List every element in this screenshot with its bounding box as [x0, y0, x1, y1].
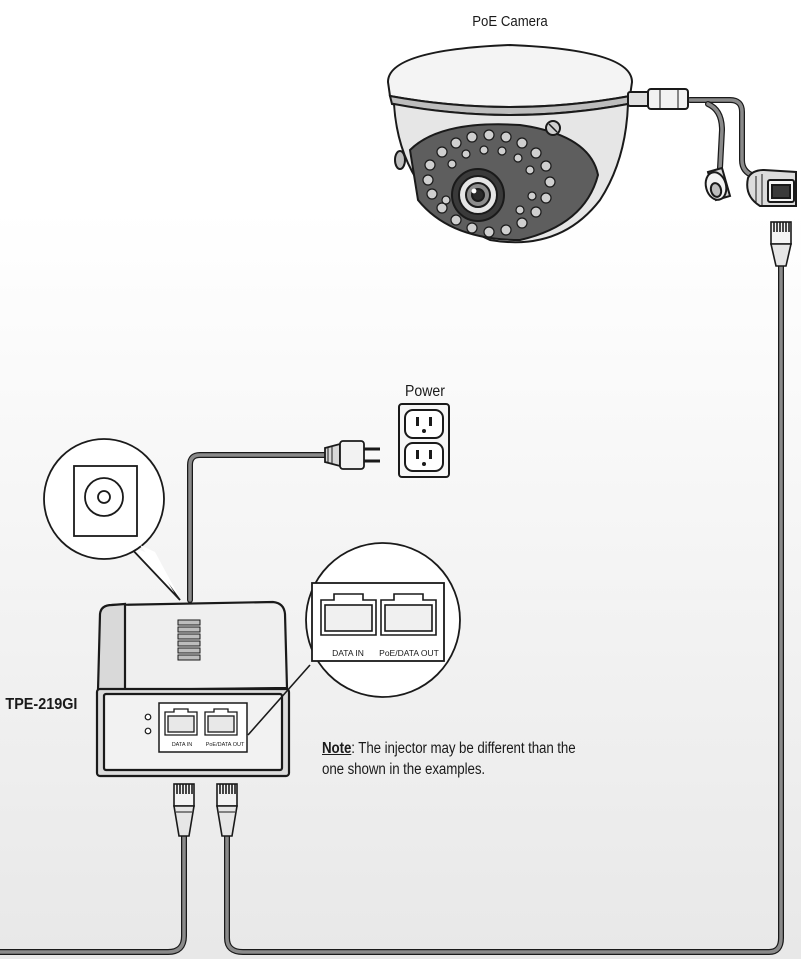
dc-jack-callout: [43, 438, 181, 601]
rj45-plug-data-in: [173, 783, 195, 837]
rj45-plug-camera-end: [769, 221, 793, 267]
zoom-data-in-port: [320, 593, 377, 636]
camera-cable-boot: [627, 91, 651, 107]
injector-led-1: [144, 713, 152, 721]
cables: [0, 97, 784, 955]
injector-led-2: [144, 727, 152, 735]
zoom-poe-out-label: PoE/DATA OUT: [379, 648, 439, 658]
zoom-poe-out-port: [380, 593, 437, 636]
camera-base: [386, 43, 634, 108]
note-label: Note: [322, 740, 352, 757]
rj45-plug-poe-out: [216, 783, 238, 837]
camera-dc-jack: [704, 166, 732, 202]
device-model-label: TPE-219GI: [5, 695, 77, 713]
ir-led-ring: [422, 129, 556, 238]
injector-poe-out-port: [204, 708, 238, 736]
camera-label: PoE Camera: [472, 12, 548, 29]
panel-poe-out-label: PoE/DATA OUT: [206, 742, 245, 748]
note-text: Note: The injector may be different than…: [322, 738, 597, 780]
wall-outlet: [398, 403, 450, 478]
camera-lens: [451, 168, 505, 222]
power-plug: [324, 440, 380, 470]
note-body: : The injector may be different than the…: [322, 740, 576, 778]
panel-data-in-label: DATA IN: [172, 742, 193, 748]
port-zoom-callout: [305, 542, 461, 698]
power-label: Power: [405, 382, 445, 400]
injector-top-label: [177, 619, 201, 661]
poe-injector: [95, 600, 311, 778]
zoom-data-in-label: DATA IN: [332, 648, 364, 658]
poe-camera: [386, 43, 797, 244]
camera-rj45-coupler: [746, 168, 797, 207]
injector-data-in-port: [164, 708, 198, 736]
